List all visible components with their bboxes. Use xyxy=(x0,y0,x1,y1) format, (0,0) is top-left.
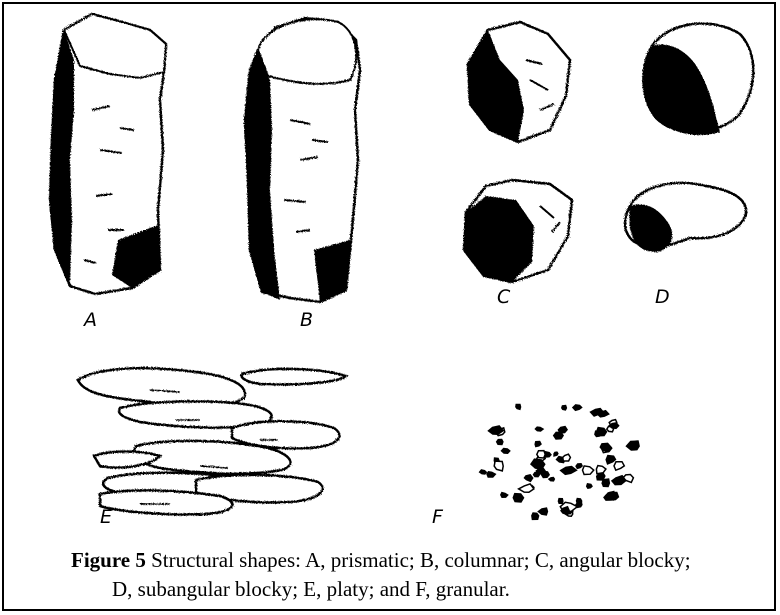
granule xyxy=(553,451,558,457)
granule xyxy=(572,404,583,411)
granule xyxy=(496,439,504,445)
panel-letter-c: C xyxy=(497,286,511,308)
granule xyxy=(614,462,624,471)
subangular-blocky-structure-drawing xyxy=(625,24,753,252)
caption-line-1: Structural shapes: A, prismatic; B, colu… xyxy=(146,548,691,572)
granule xyxy=(596,466,606,474)
granule xyxy=(500,492,509,498)
panel-letter-f: F xyxy=(432,506,444,528)
granule xyxy=(537,507,548,516)
figure-illustration: A B C D E F xyxy=(0,0,780,540)
granular-structure-drawing xyxy=(479,404,640,520)
granule xyxy=(625,440,640,450)
granule xyxy=(531,512,539,520)
granule xyxy=(479,469,488,475)
granule xyxy=(561,405,567,411)
figure-label: Figure 5 xyxy=(71,548,146,572)
granule xyxy=(559,466,577,475)
panel-letter-d: D xyxy=(655,286,670,308)
granule xyxy=(541,471,550,479)
granule xyxy=(575,463,583,469)
granule xyxy=(515,404,521,411)
panel-letter-b: B xyxy=(300,309,313,331)
panel-letter-e: E xyxy=(100,506,112,528)
prismatic-structure-drawing xyxy=(50,14,166,294)
panel-letter-a: A xyxy=(82,309,97,331)
granule xyxy=(548,477,555,482)
platy-structure-drawing xyxy=(78,368,346,514)
granule xyxy=(524,474,534,482)
columnar-structure-drawing xyxy=(245,18,360,302)
granule xyxy=(486,471,496,478)
granule xyxy=(558,426,569,434)
granule xyxy=(563,454,571,461)
granule xyxy=(494,461,503,471)
granule xyxy=(513,493,525,503)
granule xyxy=(501,448,511,454)
granule xyxy=(537,451,545,458)
caption-line-2: D, subangular blocky; E, platy; and F, g… xyxy=(71,575,771,604)
granule xyxy=(534,426,544,431)
granule xyxy=(601,478,610,487)
granule xyxy=(519,484,534,492)
angular-blocky-structure-drawing xyxy=(464,22,572,282)
granule xyxy=(558,498,564,504)
granule xyxy=(583,466,594,475)
figure-caption: Figure 5 Structural shapes: A, prismatic… xyxy=(71,546,771,604)
granule xyxy=(534,441,542,448)
granule xyxy=(586,483,593,489)
